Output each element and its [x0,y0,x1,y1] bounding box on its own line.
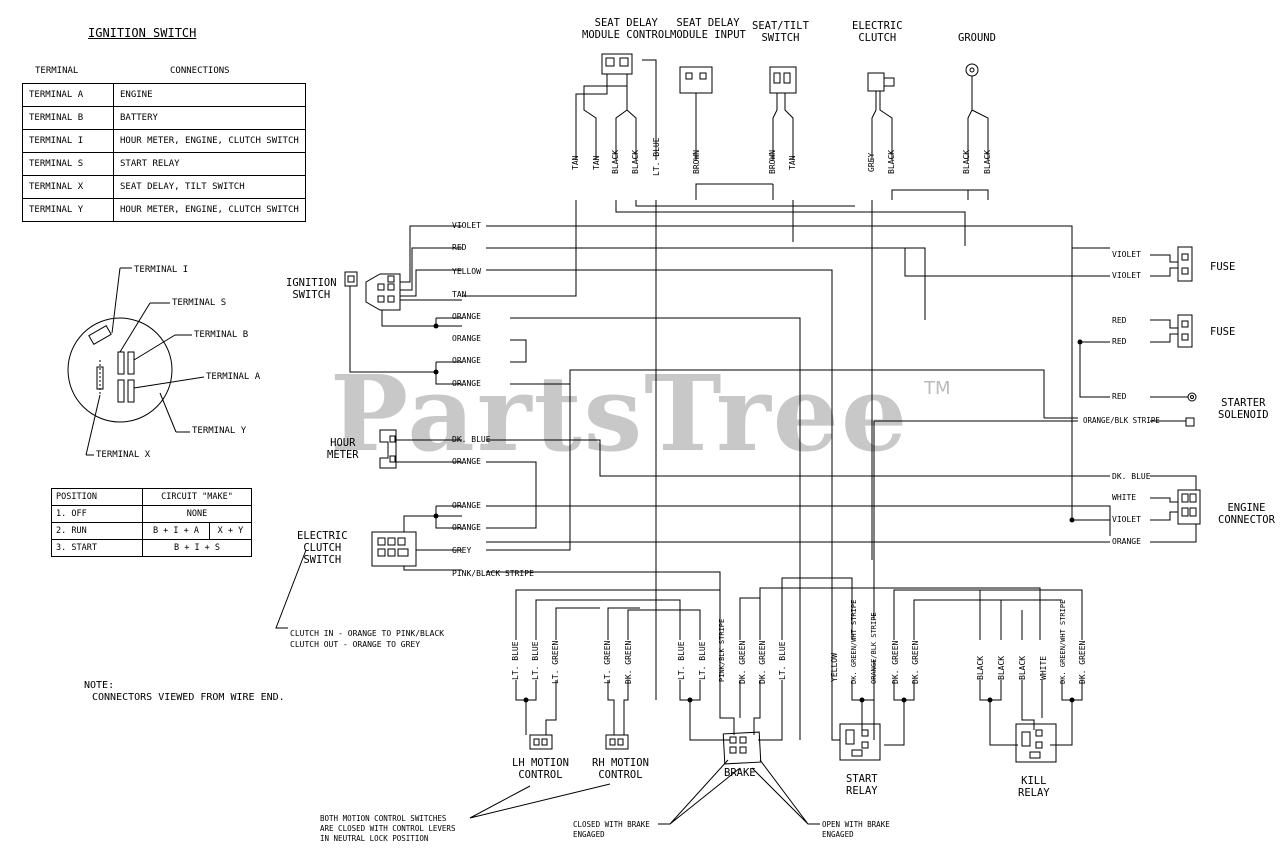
wire-label-orange-4: ORANGE [452,379,481,388]
ignition-connector [344,225,1110,740]
wire-label-orange-engine: ORANGE [1112,537,1141,546]
wire-label-orange-5: ORANGE [452,457,481,466]
wire-label-violet-engine: VIOLET [1112,515,1141,524]
right-components [486,246,1201,740]
top-connectors [601,53,979,94]
junction-dots [433,323,1083,703]
label-terminal-x: TERMINAL X [96,450,151,460]
wire-label-white: WHITE [1112,493,1137,502]
fuse-2-title: FUSE [1210,326,1236,338]
wire-label-orange-2: ORANGE [452,334,481,343]
bottom-connectors [529,723,1057,765]
note-leaders [469,759,820,825]
wire-label-violet-fuse-1: VIOLET [1112,250,1141,259]
watermark-tm: TM [924,378,951,399]
wire-label-red-fuse-1: RED [1112,316,1127,325]
label-terminal-i: TERMINAL I [134,265,189,275]
brake-title: BRAKE [724,767,756,779]
wire-label-orange-1: ORANGE [452,312,481,321]
ignition-table-header-connections: CONNECTIONS [170,66,230,76]
top-wires [462,59,989,700]
label-terminal-b: TERMINAL B [194,330,249,340]
wire-label-dkblue: DK. BLUE [452,435,491,444]
wire-label-red-fuse-2: RED [1112,337,1127,346]
clutch-switch-drawing [275,384,1111,700]
wire-label-violet: VIOLET [452,221,481,230]
ground-title: GROUND [958,32,996,44]
label-terminal-a: TERMINAL A [206,372,261,382]
label-terminal-s: TERMINAL S [172,298,227,308]
wire-label-orangeblk: ORANGE/BLK STRIPE [1083,416,1160,425]
fuse-1-title: FUSE [1210,261,1236,273]
wire-label-pinkblack: PINK/BLACK STRIPE [452,569,534,578]
wire-label-dkblue-engine: DK. BLUE [1112,472,1151,481]
wire-label-violet-fuse-2: VIOLET [1112,271,1141,280]
note-title: NOTE: [84,680,115,691]
label-terminal-y: TERMINAL Y [192,426,247,436]
bottom-wires [515,577,1083,746]
hour-meter-drawing [379,429,1110,529]
wire-label-orange-7: ORANGE [452,523,481,532]
wire-label-yellow: YELLOW [452,267,481,276]
wire-label-tan: TAN [452,290,467,299]
wire-label-red-starter: RED [1112,392,1127,401]
wire-label-orange-3: ORANGE [452,356,481,365]
ignition-table-title: IGNITION SWITCH [88,26,197,40]
ignition-table-header-terminal: TERMINAL [35,66,79,76]
note-text: CONNECTORS VIEWED FROM WIRE END. [92,692,285,703]
wire-label-orange-6: ORANGE [452,501,481,510]
ignition-switch-drawing [67,267,205,456]
